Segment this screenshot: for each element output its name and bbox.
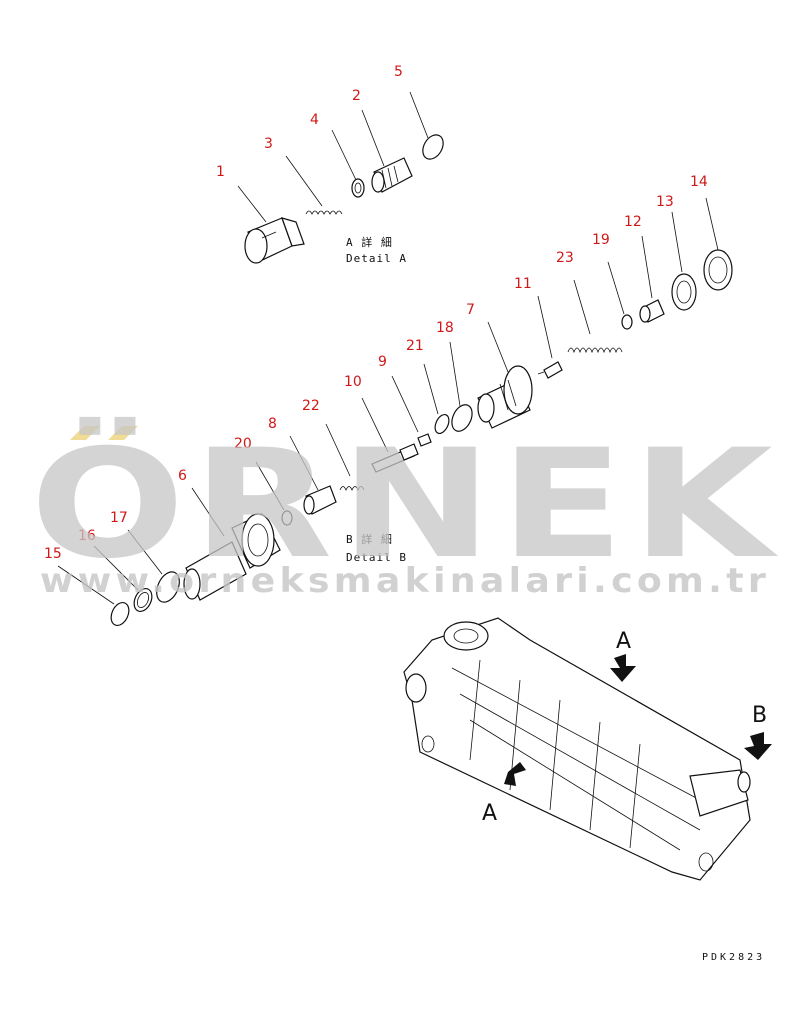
watermark: ÖRNEK www.orneksmakinalari.com.tr [30, 416, 780, 601]
part-20-ring [281, 510, 293, 526]
part-23-spring [567, 347, 623, 354]
detail-b-title: Detail B [346, 551, 407, 564]
part-19-ring [621, 314, 633, 330]
watermark-accent-right [108, 426, 138, 440]
callout-17: 17 [110, 510, 128, 526]
callout-11: 11 [514, 276, 532, 292]
arrow-a-bottom-icon [504, 762, 526, 786]
part-9-plug [417, 433, 432, 447]
callout-16: 16 [78, 528, 96, 544]
watermark-title: ÖRNEK [30, 416, 780, 592]
part-6-valve-body [183, 513, 281, 601]
callout-1: 1 [216, 164, 225, 180]
part-11-poppet [537, 361, 563, 379]
drawing-code: PDK2823 [702, 952, 765, 963]
callout-2: 2 [352, 88, 361, 104]
callout-9: 9 [378, 354, 387, 370]
callout-10: 10 [344, 374, 362, 390]
part-17-o-ring [156, 571, 180, 603]
leader-lines [57, 91, 719, 605]
part-12-piston [639, 299, 665, 323]
detail-b-title-jp: B 詳 細 [346, 532, 393, 546]
callout-15: 15 [44, 546, 62, 562]
part-5-o-ring [422, 134, 444, 160]
callout-13: 13 [656, 194, 674, 210]
callout-7: 7 [466, 302, 475, 318]
part-10-rod [371, 443, 419, 473]
callout-14: 14 [690, 174, 708, 190]
part-2-spool [371, 157, 413, 193]
callout-23: 23 [556, 250, 574, 266]
callout-18: 18 [436, 320, 454, 336]
part-22-spring [339, 486, 365, 492]
callout-8: 8 [268, 416, 277, 432]
watermark-accent-left [70, 426, 100, 440]
detail-a-title-jp: A 詳 細 [346, 235, 393, 249]
arrow-a-bottom-label: A [482, 801, 497, 826]
part-14-cap-nut [703, 249, 733, 291]
callout-4: 4 [310, 112, 319, 128]
callout-19: 19 [592, 232, 610, 248]
callout-6: 6 [178, 468, 187, 484]
arrow-b-icon [744, 732, 772, 760]
callout-12: 12 [624, 214, 642, 230]
valve-assembly [403, 617, 751, 881]
part-13-nut [671, 273, 697, 311]
part-7-valve-body [477, 365, 533, 429]
callout-20: 20 [234, 436, 252, 452]
watermark-url: www.orneksmakinalari.com.tr [40, 561, 770, 601]
arrow-b-label: B [752, 703, 767, 728]
part-4-ring [351, 178, 365, 198]
callout-5: 5 [394, 64, 403, 80]
part-3-spring [305, 210, 343, 215]
callout-3: 3 [264, 136, 273, 152]
detail-a-title: Detail A [346, 252, 407, 265]
arrow-a-top-label: A [616, 629, 631, 654]
part-15-ring [110, 602, 130, 626]
callout-22: 22 [302, 398, 320, 414]
part-21-ring [434, 413, 450, 435]
part-1-plug [244, 217, 305, 264]
callout-21: 21 [406, 338, 424, 354]
arrow-a-top-icon [610, 654, 636, 682]
part-16-ring [133, 588, 153, 612]
part-18-o-ring [451, 404, 473, 432]
part-8-piston [303, 485, 337, 515]
